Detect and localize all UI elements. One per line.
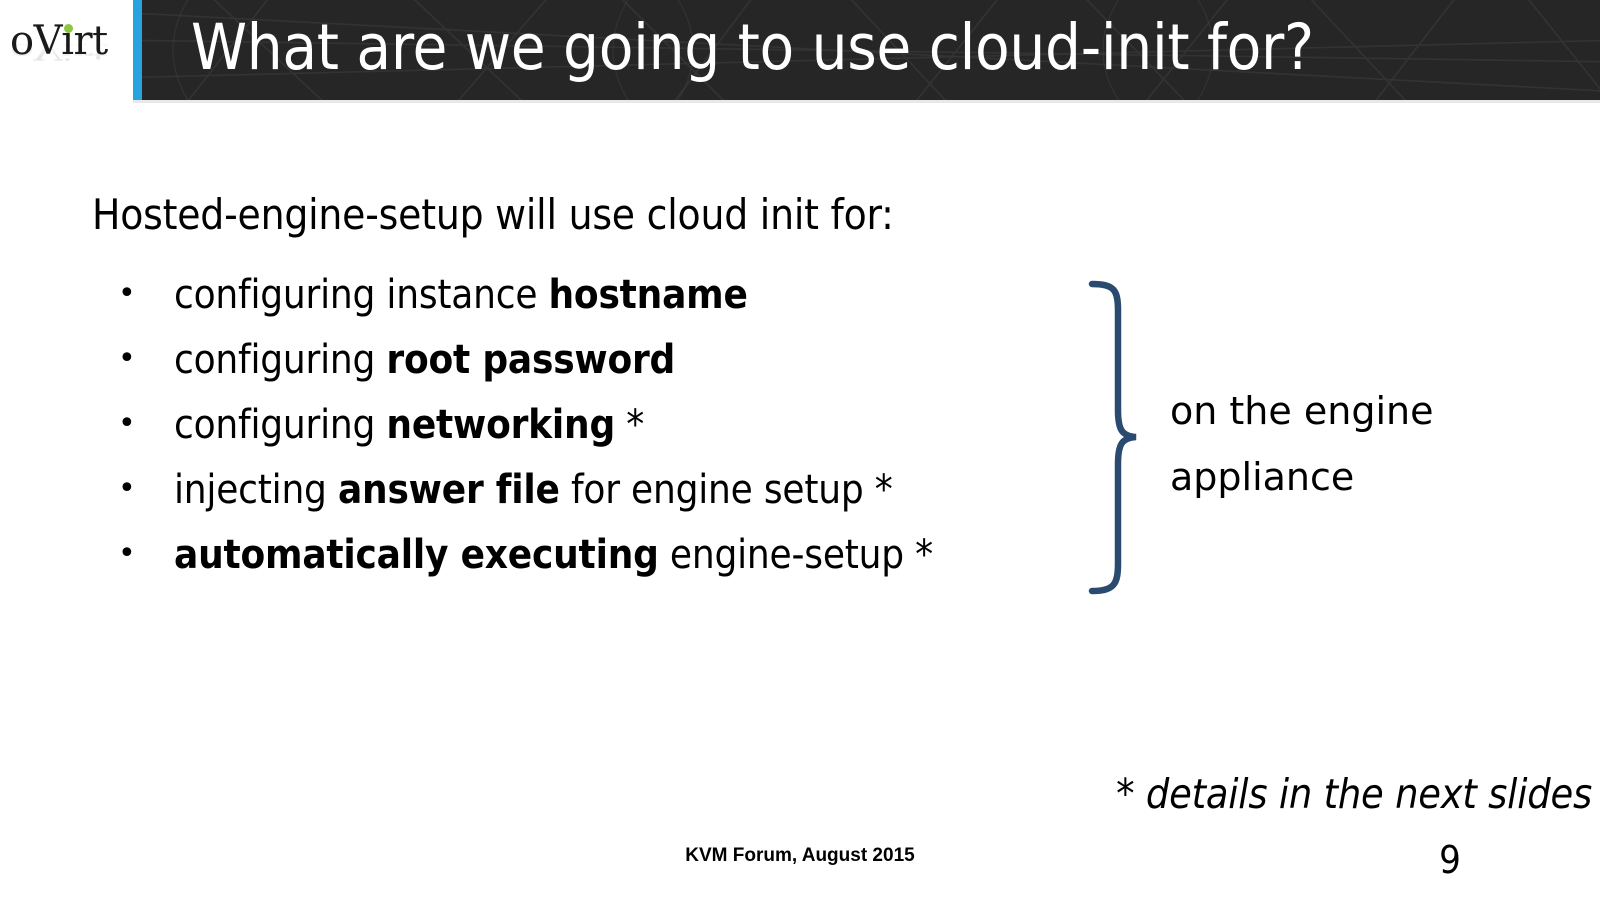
list-item: • configuring networking * xyxy=(112,396,1112,461)
list-item: • injecting answer file for engine setup… xyxy=(112,461,1112,526)
annotation-line-2: appliance xyxy=(1170,455,1355,499)
footer-event-label: KVM Forum, August 2015 xyxy=(685,845,915,866)
bullet-pre-3: configuring xyxy=(174,402,387,448)
list-item: • automatically executing engine-setup * xyxy=(112,526,1112,591)
annotation-text: on the engine appliance xyxy=(1170,378,1550,510)
bullet-post-5: engine-setup * xyxy=(658,532,933,578)
header-accent-bar xyxy=(133,0,142,100)
bullet-bold-5: automatically executing xyxy=(174,532,659,578)
intro-line: Hosted-engine-setup will use cloud init … xyxy=(92,190,894,239)
slide-header-bar: What are we going to use cloud-init for? xyxy=(133,0,1600,100)
logo-green-dot-icon xyxy=(64,24,73,33)
bullet-text-2: configuring root password xyxy=(174,331,1112,389)
bullet-bold-4: answer file xyxy=(337,467,560,513)
ovirt-logo: oVirt oVirt xyxy=(8,18,126,96)
bullet-pre-2: configuring xyxy=(174,337,387,383)
bullet-pre-1: configuring instance xyxy=(174,272,549,318)
bullet-post-4: for engine setup * xyxy=(559,467,893,513)
annotation-line-1: on the engine xyxy=(1170,389,1434,433)
bullet-list: • configuring instance hostname • config… xyxy=(112,266,1112,591)
bullet-text-5: automatically executing engine-setup * xyxy=(174,526,1112,584)
list-item: • configuring instance hostname xyxy=(112,266,1112,331)
bullet-marker-icon: • xyxy=(118,536,136,571)
bullet-pre-4: injecting xyxy=(174,467,338,513)
bullet-text-3: configuring networking * xyxy=(174,396,1112,454)
bullet-bold-2: root password xyxy=(386,337,676,383)
list-item: • configuring root password xyxy=(112,331,1112,396)
bullet-marker-icon: • xyxy=(118,276,136,311)
header-bottom-edge xyxy=(133,100,1600,103)
bullet-marker-icon: • xyxy=(118,341,136,376)
bullet-post-3: * xyxy=(615,402,645,448)
page-number: 9 xyxy=(1439,838,1461,882)
bullet-marker-icon: • xyxy=(118,471,136,506)
curly-brace-icon xyxy=(1088,280,1137,595)
bullet-text-4: injecting answer file for engine setup * xyxy=(174,461,1112,519)
bullet-marker-icon: • xyxy=(118,406,136,441)
bullet-bold-1: hostname xyxy=(548,272,748,318)
logo-reflection: oVirt xyxy=(10,38,108,64)
logo-wordmark: oVirt xyxy=(10,18,108,64)
bullet-text-1: configuring instance hostname xyxy=(174,266,1112,324)
slide-title: What are we going to use cloud-init for? xyxy=(191,11,1314,84)
footnote-text: * details in the next slides xyxy=(1116,770,1592,818)
header-geometric-pattern xyxy=(133,0,1600,100)
bullet-bold-3: networking xyxy=(386,402,616,448)
